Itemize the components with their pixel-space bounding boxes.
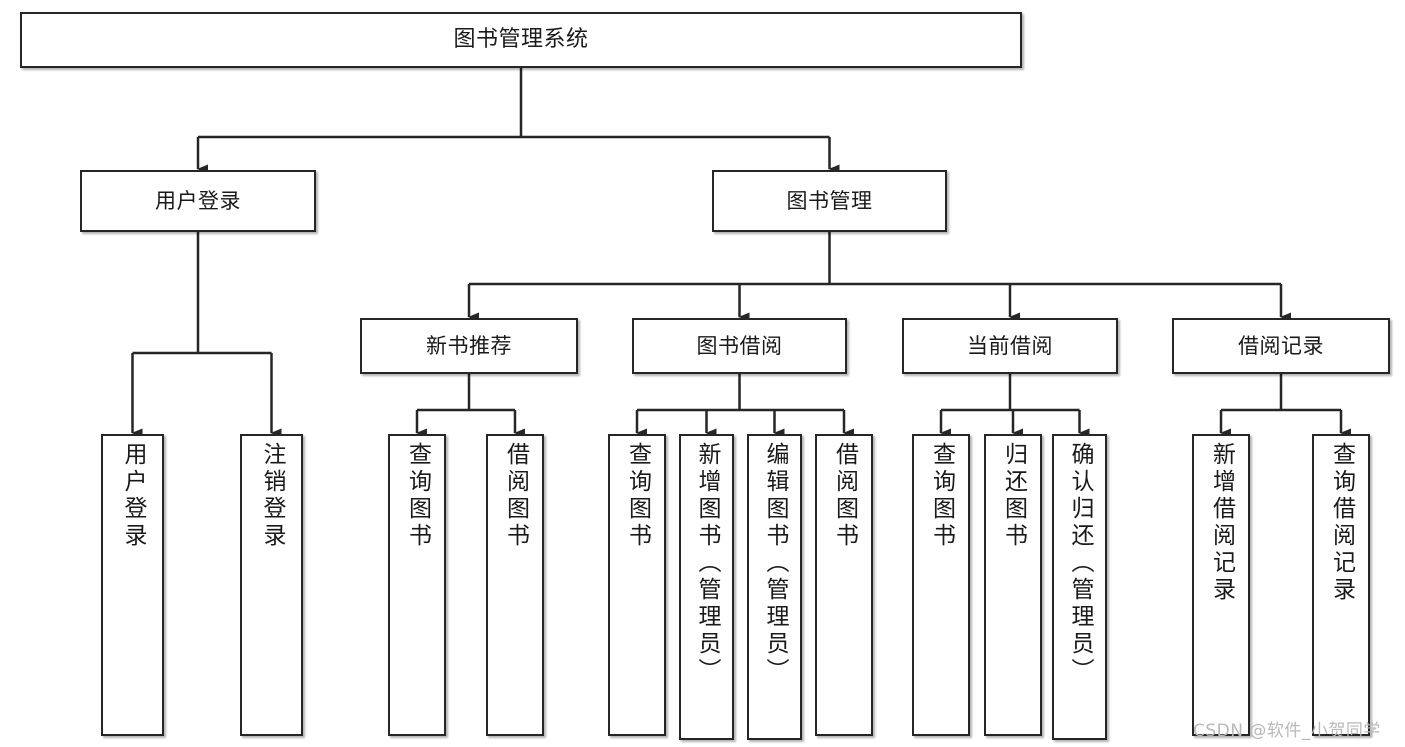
node-book-manage: 图书管理 xyxy=(712,170,947,232)
node-label: 查询图书 xyxy=(928,442,955,550)
node-leaf-edit-book: 编辑图书（管理员） xyxy=(747,434,802,740)
node-label: 借阅图书 xyxy=(831,442,858,550)
node-label: 图书借阅 xyxy=(696,333,783,358)
node-leaf-return-book: 归还图书 xyxy=(984,434,1042,736)
node-root: 图书管理系统 xyxy=(20,12,1022,68)
node-user-login: 用户登录 xyxy=(80,170,316,232)
node-leaf-user-logout: 注销登录 xyxy=(240,434,303,736)
node-label: 查询图书 xyxy=(404,442,431,550)
node-label: 用户登录 xyxy=(155,188,241,213)
node-leaf-user-login: 用户登录 xyxy=(101,434,164,736)
node-leaf-confirm-return: 确认归还（管理员） xyxy=(1052,434,1107,740)
node-label: 确认归还（管理员） xyxy=(1067,442,1093,685)
node-label: 新增借阅记录 xyxy=(1208,442,1235,604)
node-label: 查询图书 xyxy=(624,442,651,550)
node-leaf-query-book-1: 查询图书 xyxy=(388,434,446,736)
node-label: 查询借阅记录 xyxy=(1328,442,1355,604)
node-leaf-add-book: 新增图书（管理员） xyxy=(679,434,734,740)
node-leaf-query-record: 查询借阅记录 xyxy=(1312,434,1370,736)
node-leaf-borrow-book-1: 借阅图书 xyxy=(486,434,544,736)
node-label: 当前借阅 xyxy=(967,333,1053,358)
node-leaf-query-book-3: 查询图书 xyxy=(912,434,970,736)
node-label: 图书管理 xyxy=(786,188,873,213)
node-leaf-add-record: 新增借阅记录 xyxy=(1192,434,1250,736)
csdn-watermark: CSDN @软件_小贺同学 xyxy=(1193,721,1381,741)
node-label: 图书管理系统 xyxy=(453,27,589,53)
node-leaf-borrow-book-2: 借阅图书 xyxy=(815,434,873,736)
node-label: 新书推荐 xyxy=(426,333,512,358)
node-current-borrow: 当前借阅 xyxy=(902,318,1118,374)
node-label: 用户登录 xyxy=(120,442,146,550)
node-label: 注销登录 xyxy=(259,442,285,550)
node-label: 借阅图书 xyxy=(502,442,529,550)
node-label: 借阅记录 xyxy=(1238,333,1324,358)
node-borrow-record: 借阅记录 xyxy=(1172,318,1390,374)
node-label: 编辑图书（管理员） xyxy=(762,442,788,685)
node-leaf-query-book-2: 查询图书 xyxy=(608,434,666,736)
node-new-book-rec: 新书推荐 xyxy=(360,318,578,374)
node-label: 归还图书 xyxy=(1000,442,1027,550)
node-label: 新增图书（管理员） xyxy=(694,442,720,685)
node-book-borrow: 图书借阅 xyxy=(632,318,847,374)
